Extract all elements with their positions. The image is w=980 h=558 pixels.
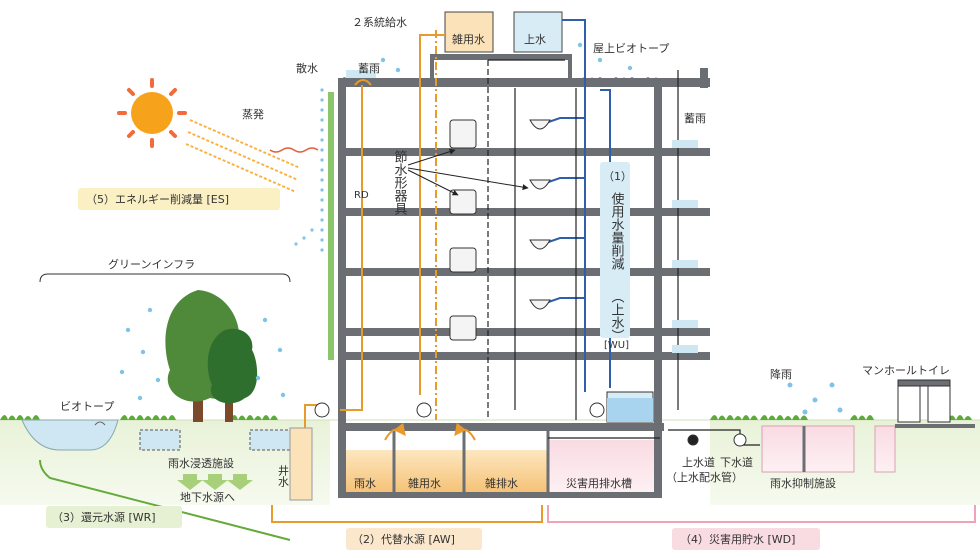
label-sewer: 下水道 (720, 455, 753, 469)
label-tank-disaster: 災害用排水槽 (566, 476, 632, 490)
building (338, 68, 710, 498)
wd-box (672, 528, 820, 550)
city-water-tank (513, 11, 563, 53)
rain-control-facility (761, 425, 855, 473)
label-tank-rain: 雨水 (354, 477, 376, 490)
label-evaporation: 蒸発 (242, 107, 264, 121)
aw-bracket (271, 505, 543, 523)
aw-label: （2）代替水源 [AW] (352, 532, 455, 546)
label-infiltration: 雨水浸透施設 (168, 456, 234, 470)
wu-sub: （上水） (609, 290, 625, 342)
es-label: （5）エネルギー削減量 [ES] (86, 192, 229, 206)
wr-box (46, 506, 182, 528)
toilets (449, 119, 477, 341)
tree-icon (165, 290, 258, 422)
sinks (529, 119, 551, 310)
sprinkle-lines (294, 88, 324, 252)
label-to-groundwater: 地下水源へ (180, 490, 235, 504)
tank-rain-fill (346, 450, 394, 492)
fixture-arrows (407, 148, 529, 196)
label-rd: RD (354, 190, 369, 201)
drain-pipes (487, 59, 760, 446)
label-well: 井水 (277, 464, 290, 487)
label-rainfall: 降雨 (770, 367, 792, 381)
label-sprinkle: 散水 (296, 61, 318, 75)
label-water-main-2: （上水配水管） (666, 470, 743, 484)
infiltration-arrows (177, 474, 253, 490)
label-rooftop-biotope: 屋上ビオトープ (593, 42, 669, 55)
label-dual-supply: ２系統給水 (352, 15, 407, 29)
gray-water-pipes (304, 30, 476, 441)
wu-box (600, 162, 630, 338)
wr-label: （3）還元水源 [WR] (52, 510, 156, 524)
rain-drops (119, 42, 843, 415)
biotope-pond (21, 419, 119, 451)
label-rain-store-side: 蓄雨 (684, 112, 706, 125)
gray-water-tank (444, 11, 494, 53)
label-biotope: ビオトープ (60, 400, 114, 413)
aw-box (346, 528, 482, 550)
label-tank-gray: 雑用水 (408, 476, 441, 490)
wu-num: （1） (603, 170, 632, 183)
es-box (78, 188, 280, 210)
label-rain-store-roof: 蓄雨 (358, 62, 380, 75)
tank-drain-fill (464, 450, 548, 492)
label-fixtures: 節水形器具 (392, 150, 408, 215)
infiltration-box-2 (249, 429, 291, 451)
green-infra-bracket (39, 273, 291, 283)
well (289, 427, 313, 501)
wd-label: （4）災害用貯水 [WD] (680, 532, 795, 546)
tank-gray-fill (394, 450, 464, 492)
pumps (314, 402, 747, 447)
infiltration-box-1 (139, 429, 181, 451)
label-rain-control: 雨水抑制施設 (770, 476, 836, 490)
label-city-tank: 上水 (524, 33, 546, 46)
label-green-infra: グリーンインフラ (108, 257, 195, 271)
wr-bracket (39, 459, 291, 541)
label-tank-drain: 雑排水 (485, 476, 518, 490)
evaporation-arrow (269, 147, 319, 153)
manhole-toilet-icon (897, 379, 951, 423)
sun-rays (185, 119, 301, 193)
wu-text: 使用水量削減 (609, 191, 625, 271)
city-water-pipes (539, 19, 611, 392)
label-manhole-toilet: マンホールトイレ (862, 364, 950, 377)
wd-bracket (547, 505, 976, 523)
label-water-main-1: 上水道 (682, 455, 715, 469)
wu-code: [WU] (604, 340, 629, 351)
tank-disaster-fill (548, 440, 654, 492)
label-gray-tank: 雑用水 (452, 32, 485, 46)
green-wall (328, 92, 334, 360)
sun-icon (117, 78, 187, 148)
